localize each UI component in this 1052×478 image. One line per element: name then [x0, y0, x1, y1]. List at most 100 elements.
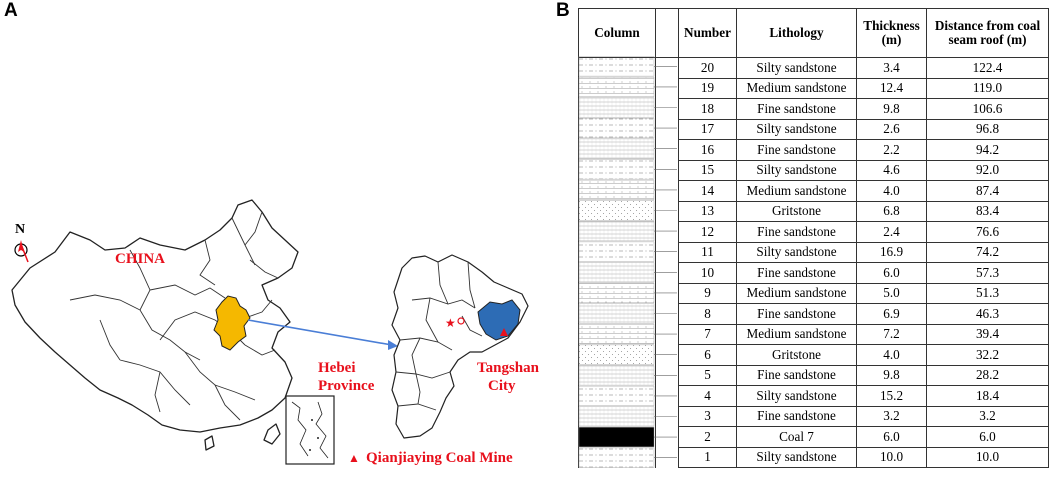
gap-cell [655, 262, 679, 283]
thickness-cell: 9.8 [856, 98, 927, 120]
distance-cell: 122.4 [926, 57, 1049, 79]
thickness-cell: 4.6 [856, 159, 927, 181]
column-cell [578, 57, 656, 78]
thickness-cell: 2.2 [856, 139, 927, 161]
column-cell [578, 119, 656, 140]
thickness-cell: 4.0 [856, 344, 927, 366]
column-cell [578, 447, 656, 468]
thickness-cell: 3.2 [856, 405, 927, 427]
lithology-cell: Silty sandstone [736, 241, 857, 263]
lithology-cell: Fine sandstone [736, 139, 857, 161]
number-cell: 13 [678, 200, 737, 222]
distance-cell: 3.2 [926, 405, 1049, 427]
thickness-cell: 4.0 [856, 180, 927, 202]
number-cell: 16 [678, 139, 737, 161]
lithology-cell: Gritstone [736, 344, 857, 366]
thickness-cell: 6.9 [856, 303, 927, 325]
mine-legend-symbol: ▲ [348, 451, 360, 465]
panel-a-label: A [4, 0, 18, 21]
gap-cell [655, 98, 679, 119]
distance-cell: 76.6 [926, 221, 1049, 243]
gap-cell [655, 201, 679, 222]
gap-cell [655, 57, 679, 78]
number-cell: 7 [678, 323, 737, 345]
thickness-cell: 5.0 [856, 282, 927, 304]
thickness-cell: 6.8 [856, 200, 927, 222]
gap-cell [655, 283, 679, 304]
lithology-cell: Silty sandstone [736, 385, 857, 407]
tangshan-label-line2: City [488, 378, 516, 394]
hebei-region [213, 295, 251, 351]
distance-cell: 106.6 [926, 98, 1049, 120]
gap-cell [655, 324, 679, 345]
header-number: Number [678, 8, 737, 58]
column-cell [578, 160, 656, 181]
gap-cell [655, 385, 679, 406]
number-cell: 2 [678, 426, 737, 448]
distance-cell: 18.4 [926, 385, 1049, 407]
gap-cell [655, 160, 679, 181]
lithology-cell: Silty sandstone [736, 118, 857, 140]
distance-cell: 87.4 [926, 180, 1049, 202]
china-outline [11, 199, 299, 451]
number-cell: 9 [678, 282, 737, 304]
column-cell [578, 180, 656, 201]
lithology-cell: Fine sandstone [736, 262, 857, 284]
distance-cell: 10.0 [926, 446, 1049, 468]
number-cell: 12 [678, 221, 737, 243]
north-arrow-icon: N [14, 222, 29, 263]
china-label: CHINA [115, 251, 165, 267]
tangshan-region [477, 299, 521, 341]
tianjin-marker-icon [457, 317, 465, 325]
gap-cell [655, 344, 679, 365]
column-cell [578, 201, 656, 222]
south-china-sea-inset [285, 395, 335, 465]
lithology-cell: Medium sandstone [736, 180, 857, 202]
column-cell [578, 242, 656, 263]
mine-marker-icon [500, 328, 508, 336]
gap-cell [655, 119, 679, 140]
header-lithology: Lithology [736, 8, 857, 58]
number-cell: 15 [678, 159, 737, 181]
number-cell: 1 [678, 446, 737, 468]
column-cell [578, 78, 656, 99]
column-cell [578, 385, 656, 406]
gap-cell [655, 78, 679, 99]
lithology-cell: Medium sandstone [736, 323, 857, 345]
hebei-detail-map [391, 254, 529, 439]
column-cell [578, 426, 656, 447]
number-cell: 20 [678, 57, 737, 79]
distance-cell: 94.2 [926, 139, 1049, 161]
lithology-cell: Medium sandstone [736, 77, 857, 99]
lithology-cell: Gritstone [736, 200, 857, 222]
distance-cell: 92.0 [926, 159, 1049, 181]
thickness-cell: 6.0 [856, 262, 927, 284]
panel-b-label: B [556, 0, 570, 21]
column-cell [578, 139, 656, 160]
gap-cell [655, 139, 679, 160]
number-cell: 17 [678, 118, 737, 140]
distance-cell: 74.2 [926, 241, 1049, 263]
gap-cell [655, 303, 679, 324]
hebei-county-borders [395, 261, 483, 411]
distance-cell: 96.8 [926, 118, 1049, 140]
number-cell: 11 [678, 241, 737, 263]
thickness-cell: 6.0 [856, 426, 927, 448]
distance-cell: 32.2 [926, 344, 1049, 366]
column-cell [578, 221, 656, 242]
hebei-label-line1: Hebei [318, 360, 356, 376]
number-cell: 14 [678, 180, 737, 202]
number-cell: 4 [678, 385, 737, 407]
distance-cell: 46.3 [926, 303, 1049, 325]
number-cell: 18 [678, 98, 737, 120]
